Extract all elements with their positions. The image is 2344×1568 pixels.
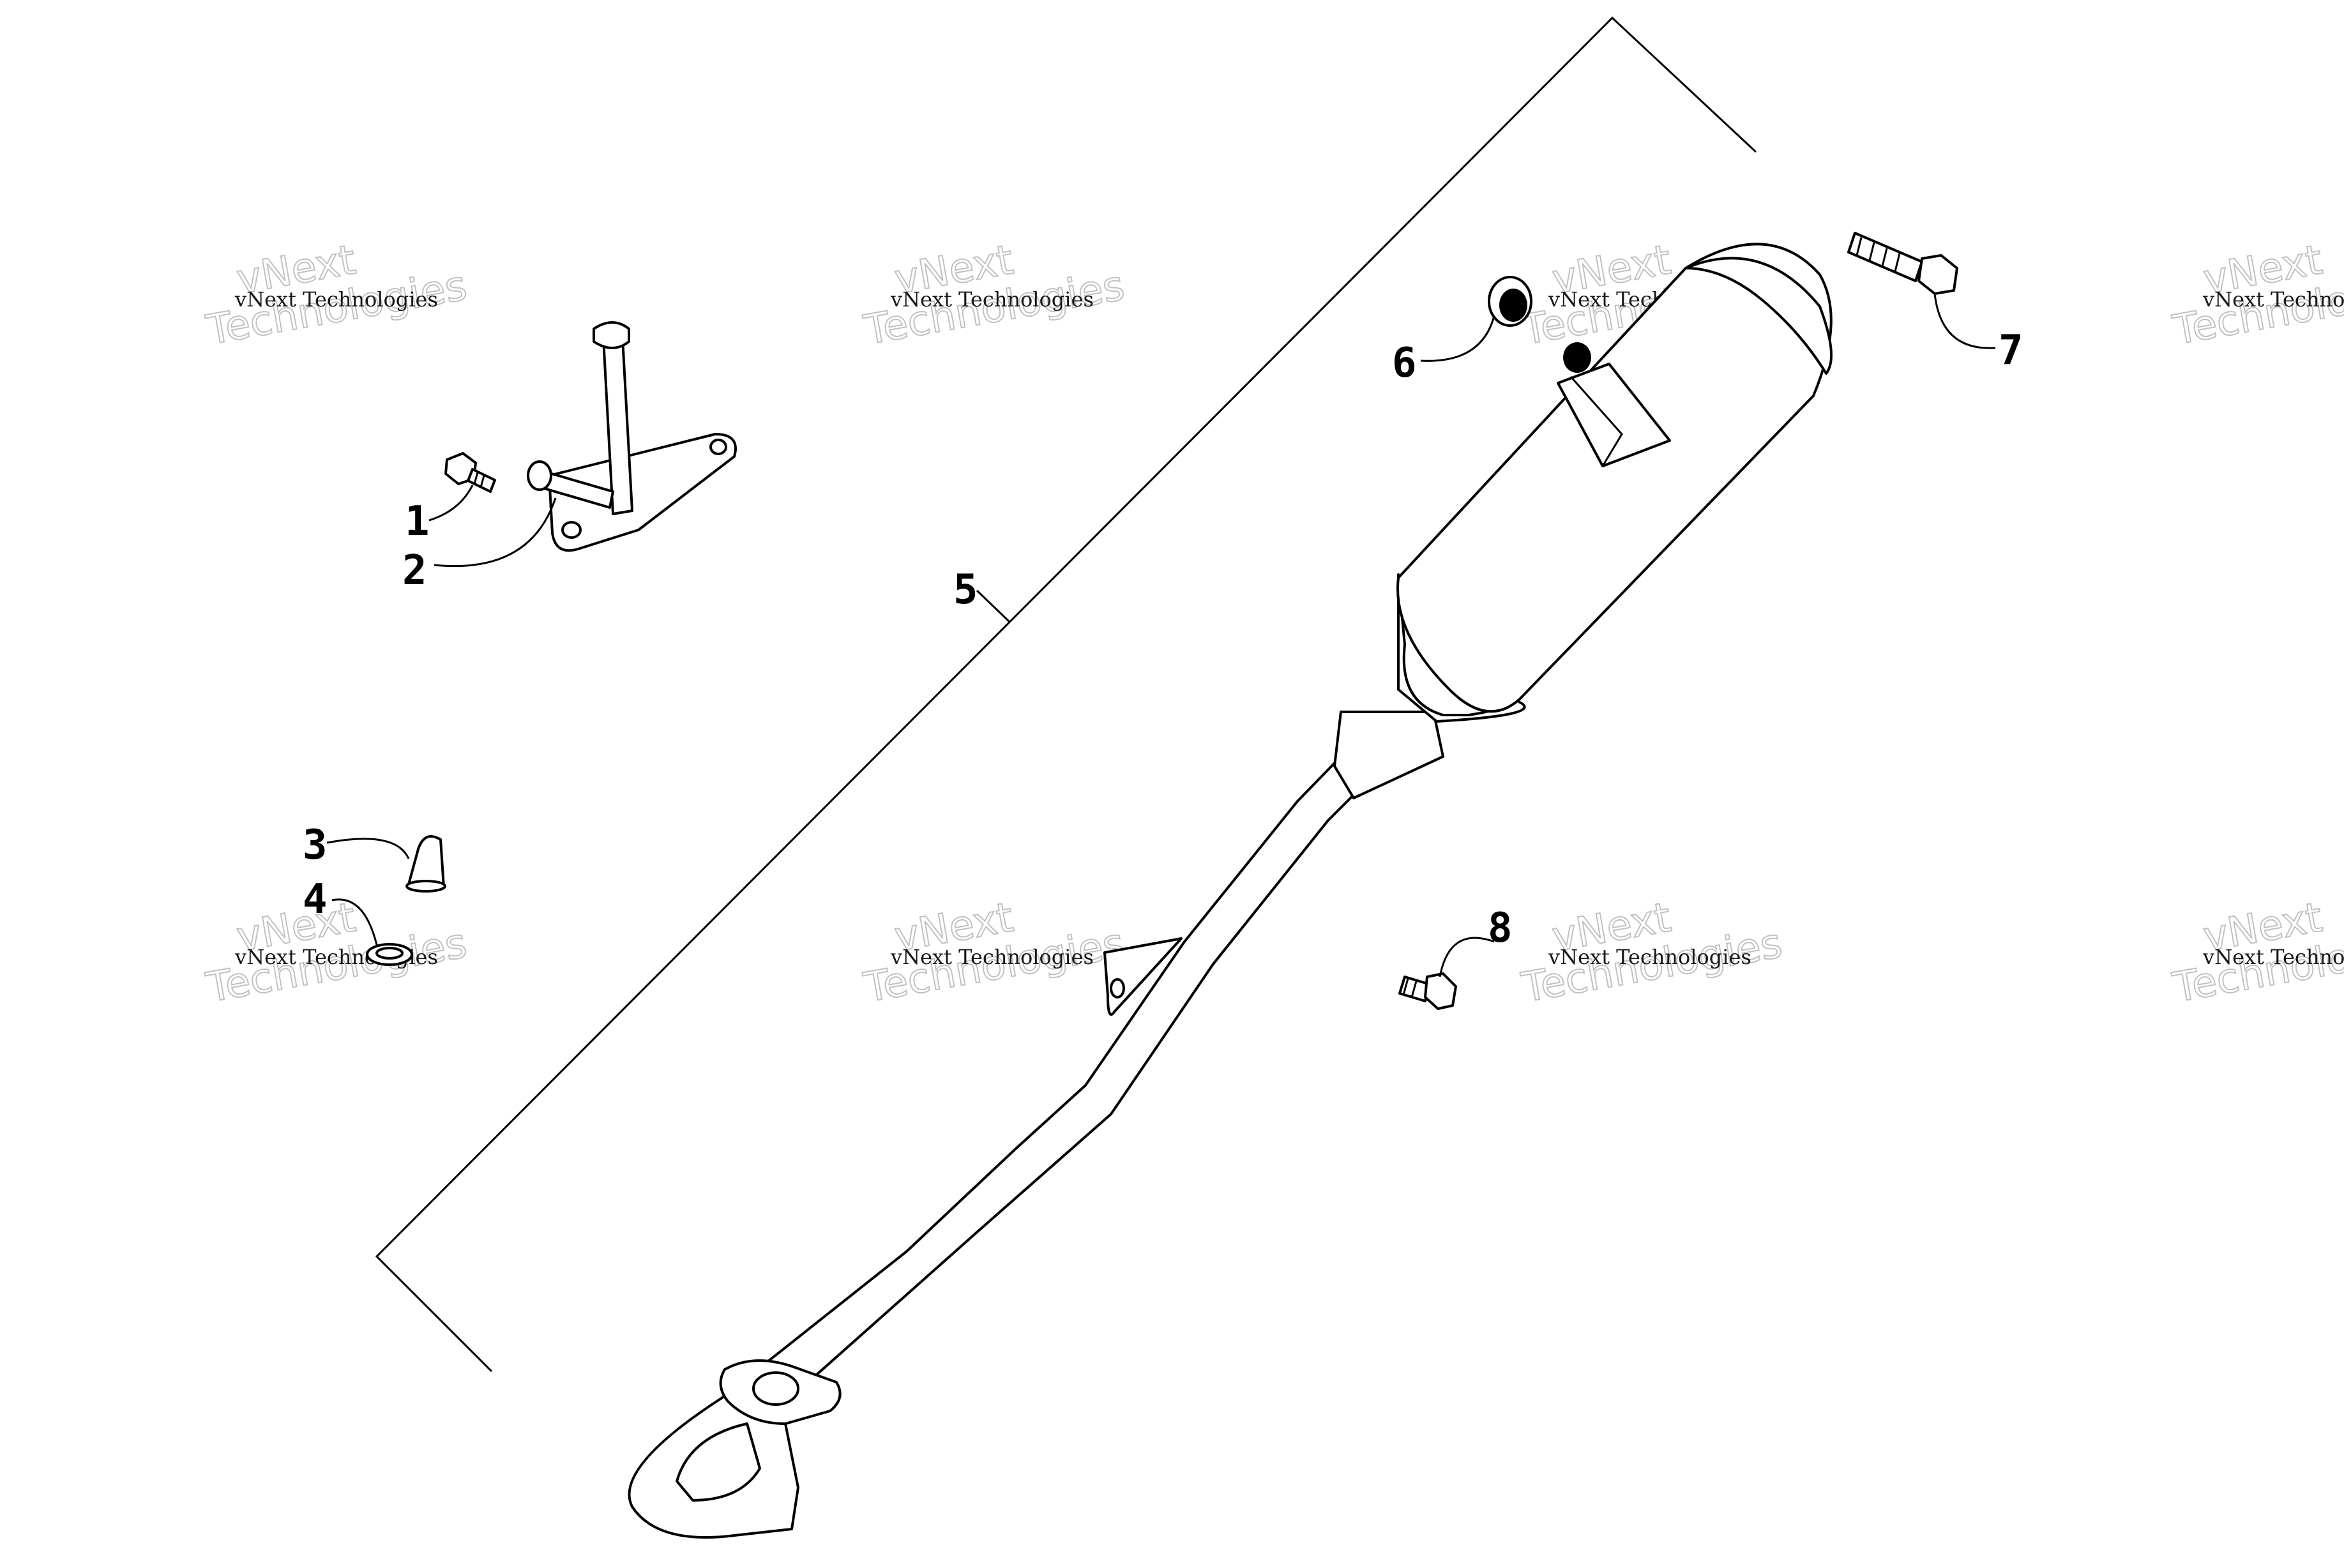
callout-3: 3 xyxy=(303,822,328,869)
leader-line-1 xyxy=(428,485,474,522)
leader-line-3 xyxy=(326,838,410,859)
watermark-text: vNext Technologies xyxy=(234,287,438,312)
callout-7: 7 xyxy=(1999,327,2023,374)
watermark-text: vNext Technologies xyxy=(1548,945,1751,969)
callout-1: 1 xyxy=(405,498,430,545)
callout-8: 8 xyxy=(1488,905,1513,952)
muffler-grommet xyxy=(1563,342,1591,373)
watermark-text: vNext Technologies xyxy=(890,287,1094,312)
mount-bracket-part-2 xyxy=(527,321,737,552)
leader-line-2 xyxy=(434,497,557,568)
watermark-text: vNext Technologies xyxy=(890,945,1094,969)
bolt-part-8 xyxy=(1398,972,1457,1010)
bolt-part-1 xyxy=(444,452,496,493)
watermark-text: vNext Technologies xyxy=(2202,945,2344,969)
callout-5: 5 xyxy=(953,566,978,614)
leader-line-5 xyxy=(976,589,1011,624)
exhaust-pipe-bend xyxy=(676,1422,761,1502)
leader-line-7 xyxy=(1933,293,1996,349)
watermark-text: vNext Technologies xyxy=(2202,287,2344,312)
callout-4: 4 xyxy=(303,876,328,923)
tab-hole xyxy=(1110,978,1125,999)
leader-line-6 xyxy=(1420,315,1495,362)
pipe-collar xyxy=(1333,711,1444,799)
grommet-part-6 xyxy=(1488,276,1532,327)
callout-2: 2 xyxy=(402,547,427,594)
washer-part-4 xyxy=(366,943,413,966)
assembly-group-bracket xyxy=(375,16,1757,1373)
exhaust-pipe xyxy=(628,755,1368,1539)
callout-6: 6 xyxy=(1392,340,1417,387)
leader-line-8 xyxy=(1439,937,1495,977)
muffler-canister xyxy=(1396,243,1833,713)
bolt-part-7 xyxy=(1847,232,1958,295)
leader-line-4 xyxy=(331,898,378,946)
plug-part-3 xyxy=(405,835,446,893)
pipe-mount-tab xyxy=(1103,937,1183,1016)
flange-port xyxy=(752,1371,799,1406)
muffler-end-cap xyxy=(1684,257,1833,375)
muffler-mount-tab xyxy=(1557,363,1671,467)
muffler-assembly xyxy=(628,243,1833,1539)
mount-tab-edge xyxy=(1569,376,1623,467)
